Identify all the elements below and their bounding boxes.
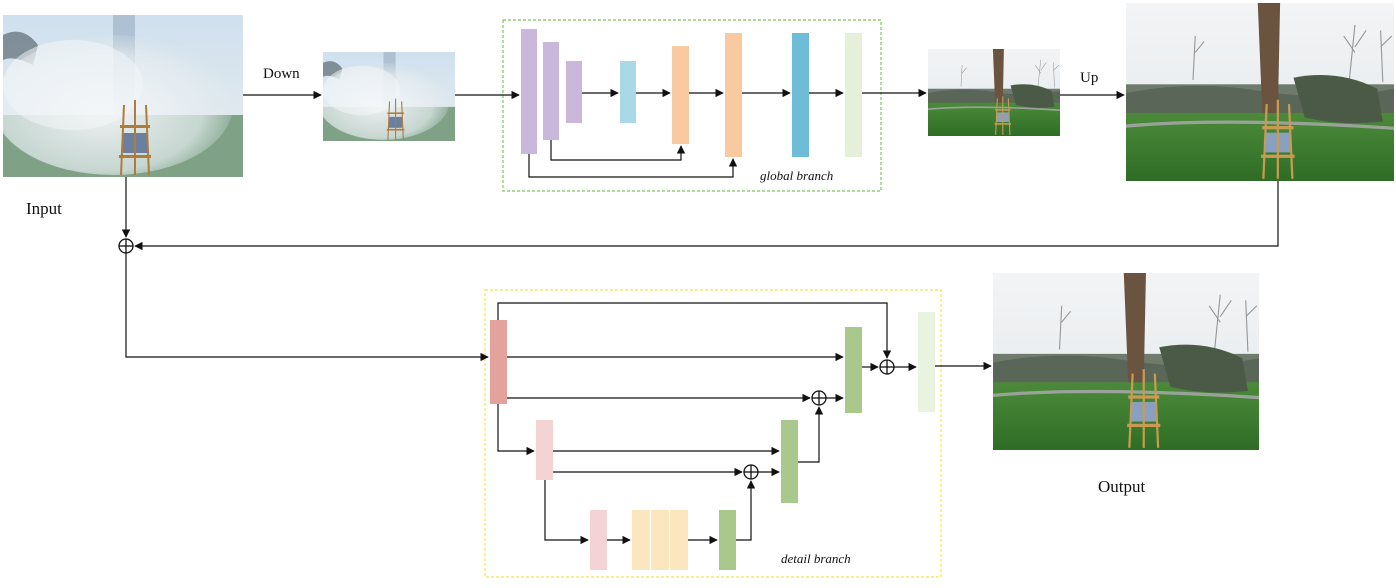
add-node-level2: [743, 464, 759, 480]
add-node-main: [118, 238, 134, 254]
global-decoder-block-2: [725, 33, 742, 157]
upsampled-image: [1126, 3, 1394, 181]
global-out-block: [845, 33, 862, 157]
add-node-level1: [811, 390, 827, 406]
downsampled-image: [323, 52, 455, 141]
global-conv-block: [792, 33, 809, 157]
detail-level1-out-block: [845, 327, 862, 413]
detail-res-block-3: [670, 510, 688, 570]
detail-level2-out-block: [781, 420, 798, 503]
input-image: [3, 15, 243, 177]
output-label: Output: [1098, 477, 1146, 496]
global-encoder-block-3: [566, 61, 582, 123]
detail-branch-blocks: [490, 312, 935, 570]
detail-input-block: [490, 320, 507, 404]
global-branch-label: global branch: [760, 168, 833, 183]
detail-final-block: [918, 312, 935, 412]
detail-level2-block: [536, 420, 553, 480]
global-encoder-block-2: [543, 42, 559, 140]
detail-branch-box: [484, 289, 942, 578]
detail-res-block-2: [651, 510, 669, 570]
global-branch-box: [502, 19, 882, 192]
detail-branch-label: detail branch: [781, 551, 851, 566]
global-output-image: [928, 49, 1060, 136]
down-label: Down: [263, 66, 300, 82]
up-label: Up: [1080, 70, 1098, 86]
global-bottleneck-block: [620, 61, 636, 123]
global-branch-blocks: [521, 29, 862, 157]
output-image: [993, 273, 1259, 450]
detail-level3-out-block: [719, 510, 736, 570]
arrows: [121, 88, 1279, 545]
input-label: Input: [26, 199, 62, 218]
detail-res-block-1: [632, 510, 650, 570]
add-node-top: [879, 359, 895, 375]
global-decoder-block-1: [672, 46, 689, 144]
global-encoder-block-1: [521, 29, 537, 154]
detail-level3-block: [590, 510, 607, 570]
